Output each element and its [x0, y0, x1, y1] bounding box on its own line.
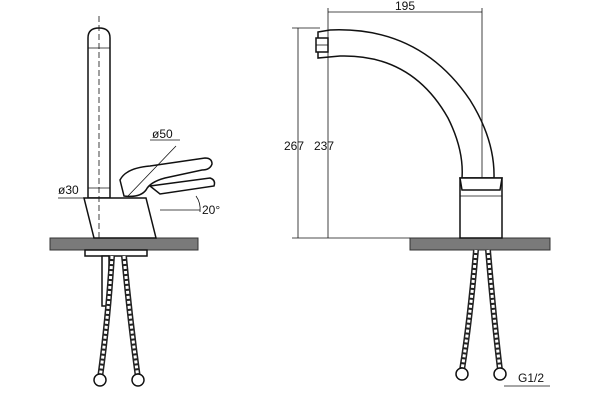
hose-left-a-weave — [98, 255, 114, 379]
angle-arc — [195, 195, 201, 213]
valve-lever-front — [459, 177, 503, 191]
reach-label: 195 — [395, 0, 415, 13]
angle-label: 20° — [202, 203, 220, 217]
side-view: ø50 ø30 20° — [49, 16, 220, 387]
countertop-left — [49, 237, 199, 251]
hose-nut-right-a — [455, 367, 469, 381]
handle-dim-line — [127, 145, 177, 197]
hose-nut-right-b — [493, 367, 507, 381]
spout-arc — [317, 29, 495, 179]
hose-nut-left-a — [93, 373, 107, 387]
spout-height-label: 237 — [314, 139, 334, 153]
thread-label: G1/2 — [518, 371, 544, 385]
mounting-plate — [84, 249, 148, 257]
hose-right-a-weave — [460, 249, 478, 371]
countertop-right — [409, 237, 551, 251]
hose-right-b-weave — [486, 249, 502, 371]
front-view: 195 267 237 G1/2 — [284, 0, 551, 387]
faucet-base-flange — [83, 197, 157, 239]
total-height-label: 267 — [284, 139, 304, 153]
handle-diameter-label: ø50 — [152, 127, 173, 141]
body-diameter-label: ø30 — [58, 183, 79, 197]
lever-handle-lower — [148, 177, 216, 195]
hose-nut-left-b — [131, 373, 145, 387]
hose-left-b-weave — [122, 255, 140, 379]
lever-handle — [119, 157, 213, 198]
